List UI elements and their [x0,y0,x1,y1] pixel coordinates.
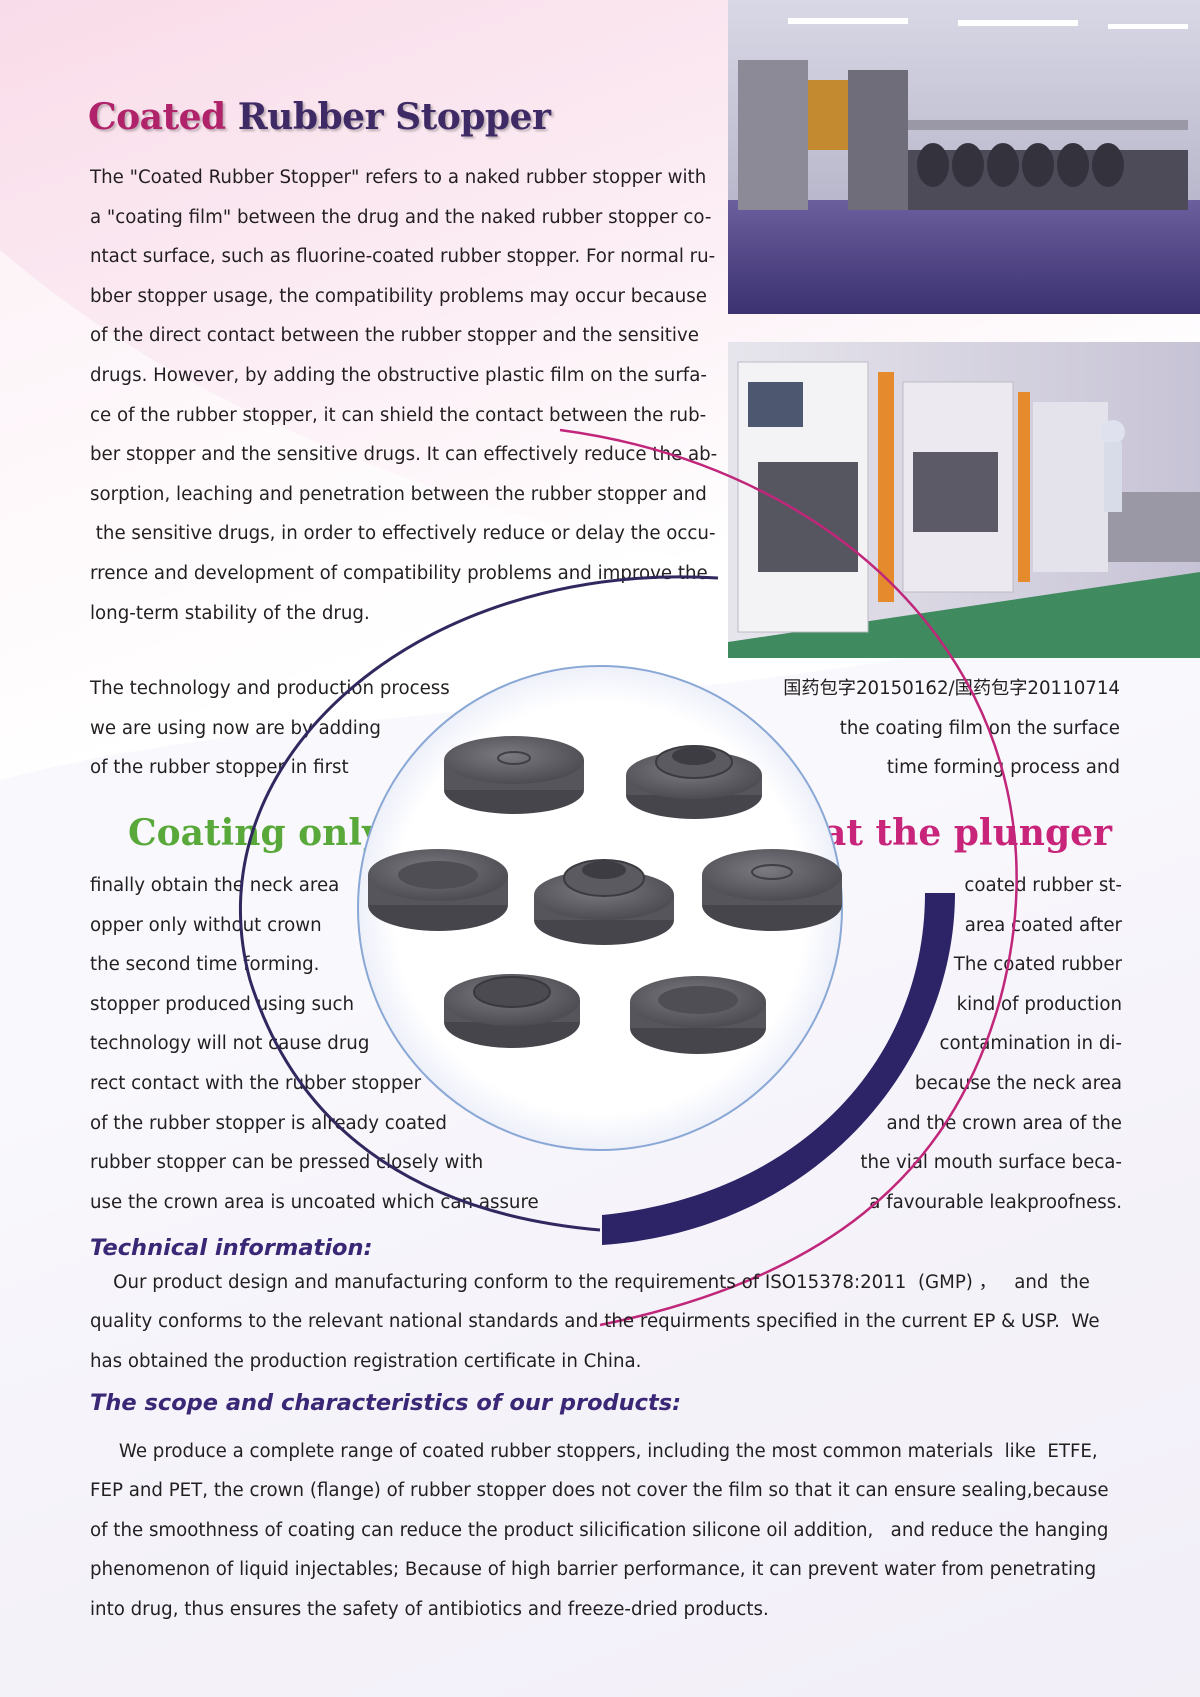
factory-photo-production-line [728,0,1200,314]
lower-left-line: use the crown area is uncoated which can… [90,1191,539,1213]
technical-line: quality conforms to the relevant nationa… [90,1311,1100,1333]
intro-line: ntact surface, such as fluorine-coated r… [90,246,716,268]
registration-number: 国药包字20150162/国药包字20110714 [783,678,1120,699]
intro-line: a "coating film" between the drug and th… [90,206,712,228]
lower-right-line: area coated after [964,914,1122,936]
slogan-coating-only: Coating only [128,812,383,854]
lower-left-line: of the rubber stopper is already coated [90,1112,447,1134]
scope-heading: The scope and characteristics of our pro… [90,1390,682,1416]
lower-left-line: technology will not cause drug [90,1033,370,1055]
lower-left-line: the second time forming. [90,954,320,976]
intro-line: sorption, leaching and penetration betwe… [90,483,707,505]
process-left-line: The technology and production process [90,678,450,699]
slogan-at-the-plunger: at the plunger [823,812,1112,854]
technical-info-body: Our product design and manufacturing con… [90,1263,1120,1381]
lower-left-line: rubber stopper can be pressed closely wi… [90,1152,484,1174]
lower-right-line: contamination in di- [939,1033,1122,1055]
scope-line: We produce a complete range of coated ru… [90,1441,1098,1462]
lower-right-line: a favourable leakproofness. [869,1191,1122,1213]
lower-right-line: The coated rubber [953,954,1122,976]
lower-right-line: and the crown area of the [886,1112,1122,1134]
process-right-line: the coating film on the surface [839,717,1120,739]
title-part-rubber-stopper: Rubber Stopper [237,96,551,138]
title-part-coated: Coated [88,96,226,138]
scope-body: We produce a complete range of coated ru… [90,1432,1120,1629]
lower-left-line: stopper produced using such [90,993,355,1015]
technical-line: has obtained the production registration… [90,1350,642,1372]
lower-right-line: because the neck area [914,1072,1122,1094]
process-text-left: The technology and production process we… [90,669,450,788]
scope-line: into drug, thus ensures the safety of an… [90,1598,769,1620]
process-right-line: time forming process and [886,757,1120,779]
lower-left-line: opper only without crown [90,914,322,936]
intro-line: long-term stability of the drug. [90,602,370,624]
scope-line: of the smoothness of coating can reduce … [90,1519,1109,1541]
technical-info-heading: Technical information: [90,1235,373,1261]
technical-line: Our product design and manufacturing con… [90,1272,1090,1293]
intro-line: the sensitive drugs, in order to effecti… [90,523,716,545]
lower-text-left: finally obtain the neck area opper only … [90,866,539,1222]
lower-right-line: kind of production [956,993,1122,1015]
factory-photo-forming-machines [728,342,1200,658]
intro-line: The "Coated Rubber Stopper" refers to a … [90,167,707,188]
intro-line: rrence and development of compatibility … [90,562,708,584]
lower-left-line: finally obtain the neck area [90,875,340,896]
process-text-right: 国药包字20150162/国药包字20110714 the coating fi… [783,669,1120,788]
scope-line: phenomenon of liquid injectables; Becaus… [90,1559,1097,1581]
lower-right-line: coated rubber st- [964,875,1122,896]
scope-line: FEP and PET, the crown (flange) of rubbe… [90,1480,1109,1502]
intro-line: ber stopper and the sensitive drugs. It … [90,444,718,466]
process-left-line: we are using now are by adding [90,717,381,739]
intro-line: bber stopper usage, the compatibility pr… [90,285,707,307]
intro-line: ce of the rubber stopper, it can shield … [90,404,707,426]
lower-right-line: the vial mouth surface beca- [860,1152,1122,1174]
intro-line: drugs. However, by adding the obstructiv… [90,364,707,386]
lower-left-line: rect contact with the rubber stopper [90,1072,422,1094]
page-title: Coated Rubber Stopper [88,96,551,138]
lower-text-right: coated rubber st- area coated after The … [860,866,1122,1222]
intro-paragraph: The "Coated Rubber Stopper" refers to a … [90,158,717,633]
intro-line: of the direct contact between the rubber… [90,325,699,347]
process-left-line: of the rubber stopper in first [90,757,349,779]
